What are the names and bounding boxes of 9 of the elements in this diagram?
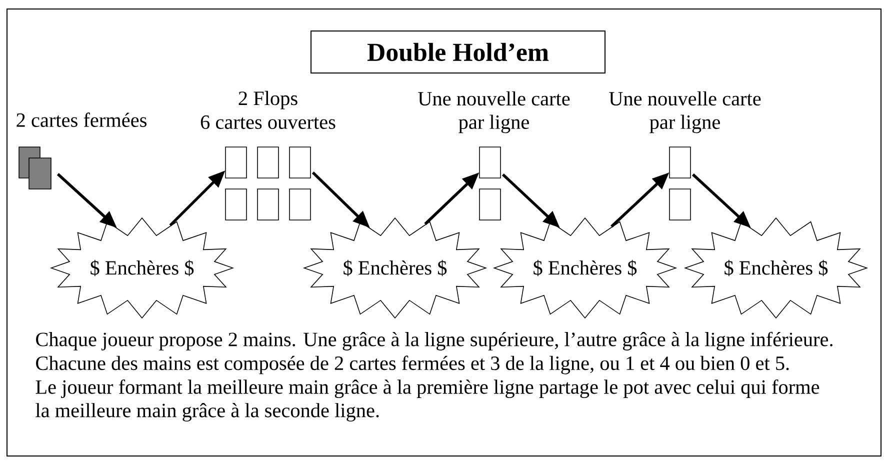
paragraph: Le joueur formant la meilleure main grâce à la première ligne partage le pot avec celui qui forme la meilleure main grâce à la seconde ligne.: [36, 379, 820, 422]
title-box: Double Hold’em: [310, 30, 606, 74]
card-label: Une nouvelle carte par ligne: [609, 91, 761, 134]
card-label: 2 Flops: [238, 90, 298, 110]
paragraph: Chacune des mains est composée de 2 cartes fermées et 3 de la ligne, ou 1 et 4 ou bien 0 et 5.: [36, 356, 789, 374]
card-label: 2 cartes fermées: [16, 112, 146, 127]
card-label: 6 cartes ouvertes: [200, 115, 336, 129]
card-label: Une nouvelle carte par ligne: [418, 91, 570, 134]
paragraph: Chaque joueur propose 2 mains. Une grâce à la ligne supérieure, l’autre grâce à la ligne inférieure.: [36, 332, 832, 350]
